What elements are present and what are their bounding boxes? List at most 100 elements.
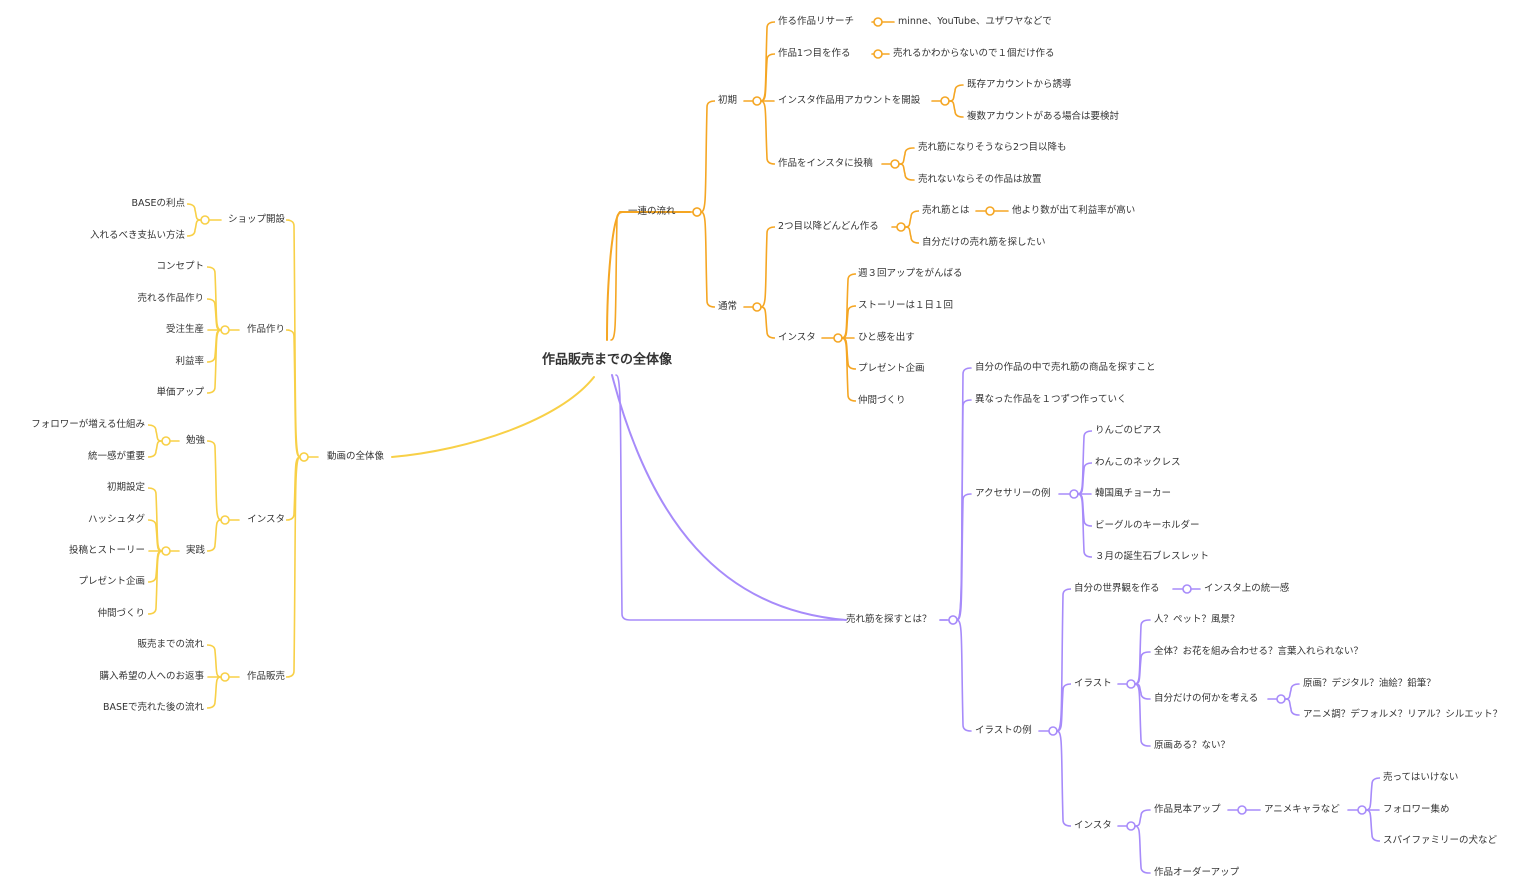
collapse-toggle[interactable] — [1182, 584, 1192, 594]
topic-first_note[interactable]: 売れるかわからないので１個だけ作る — [893, 48, 1055, 59]
topic-an1[interactable]: 売ってはいけない — [1383, 772, 1459, 783]
topic-account[interactable]: インスタ作品用アカウントを開設 — [778, 95, 921, 106]
topic-a5[interactable]: ３月の誕生石ブレスレット — [1095, 551, 1210, 562]
topic-j4[interactable]: プレゼント企画 — [78, 576, 145, 587]
topic-a4[interactable]: ビーグルのキーホルダー — [1095, 520, 1200, 531]
collapse-toggle[interactable] — [1237, 805, 1247, 815]
topic-i5[interactable]: 仲間づくり — [858, 395, 906, 406]
topic-j2[interactable]: ハッシュタグ — [87, 514, 145, 525]
topic-own[interactable]: 自分だけの売れ筋を探したい — [922, 237, 1046, 248]
topic-research[interactable]: 作る作品リサーチ — [778, 16, 855, 27]
topic-b2[interactable]: 統一感が重要 — [87, 451, 145, 462]
topic-insta2[interactable]: インスタ — [1074, 820, 1112, 831]
collapse-toggle[interactable] — [299, 452, 309, 462]
topic-il4[interactable]: 原画ある？ない？ — [1154, 740, 1231, 751]
topic-order[interactable]: 作品オーダーアップ — [1154, 867, 1240, 878]
collapse-toggle[interactable] — [1048, 726, 1058, 736]
topic-insta3[interactable]: インスタ — [247, 514, 285, 525]
collapse-toggle[interactable] — [833, 333, 843, 343]
topic-mihon[interactable]: 作品見本アップ — [1154, 804, 1221, 815]
topic-ill_ex[interactable]: イラストの例 — [975, 725, 1032, 736]
topic-an2[interactable]: フォロワー集め — [1383, 804, 1450, 815]
topic-w3[interactable]: 受注生産 — [165, 324, 204, 335]
topic-jissen[interactable]: 実践 — [185, 545, 205, 556]
topic-il3[interactable]: 自分だけの何かを考える — [1154, 693, 1259, 704]
collapse-toggle[interactable] — [752, 302, 762, 312]
collapse-toggle[interactable] — [985, 206, 995, 216]
topic-a2[interactable]: わんこのネックレス — [1095, 457, 1181, 468]
topic-acc1[interactable]: 既存アカウントから誘導 — [967, 79, 1072, 90]
topic-s2[interactable]: 異なった作品を１つずつ作っていく — [975, 394, 1127, 405]
topic-w5[interactable]: 単価アップ — [156, 387, 204, 398]
root-topic[interactable]: 作品販売までの全体像 — [541, 352, 673, 368]
topic-i2[interactable]: ストーリーは１日１回 — [858, 300, 954, 311]
collapse-toggle[interactable] — [1126, 679, 1136, 689]
topic-i1[interactable]: 週３回アップをがんばる — [858, 268, 963, 279]
topic-base[interactable]: BASEの利点 — [131, 198, 185, 209]
topic-h1[interactable]: 販売までの流れ — [137, 639, 204, 650]
topic-research_ex[interactable]: minne、YouTube、ユザワヤなどで — [898, 16, 1052, 27]
topic-ichiren[interactable]: 一連の流れ — [628, 206, 676, 217]
collapse-toggle[interactable] — [1357, 805, 1367, 815]
topic-urekisuji[interactable]: 売れ筋とは — [922, 205, 970, 216]
collapse-toggle[interactable] — [161, 546, 171, 556]
collapse-toggle[interactable] — [200, 215, 210, 225]
topic-hanbai[interactable]: 作品販売 — [246, 671, 285, 682]
topic-douga[interactable]: 動画の全体像 — [326, 451, 384, 462]
topic-b1[interactable]: フォロワーが増える仕組み — [31, 419, 145, 430]
topic-a1[interactable]: りんごのピアス — [1095, 425, 1162, 436]
collapse-toggle[interactable] — [692, 207, 702, 217]
topic-h2[interactable]: 購入希望の人へのお返事 — [99, 671, 204, 682]
topic-acc2[interactable]: 複数アカウントがある場合は要検討 — [967, 111, 1120, 122]
topic-il3b[interactable]: アニメ調？デフォルメ？リアル？シルエット？ — [1303, 709, 1503, 720]
topic-touitsu[interactable]: インスタ上の統一感 — [1204, 583, 1290, 594]
collapse-toggle[interactable] — [890, 159, 900, 169]
topic-benkyo[interactable]: 勉強 — [185, 435, 205, 446]
topic-sekaikan[interactable]: 自分の世界観を作る — [1074, 583, 1160, 594]
collapse-toggle[interactable] — [873, 17, 883, 27]
topic-acc_ex[interactable]: アクセサリーの例 — [975, 488, 1051, 499]
topic-w4[interactable]: 利益率 — [175, 356, 204, 367]
topic-h3[interactable]: BASEで売れた後の流れ — [102, 702, 204, 713]
topic-s1[interactable]: 自分の作品の中で売れ筋の商品を探すこと — [975, 362, 1156, 373]
topic-il3a[interactable]: 原画？デジタル？油絵？鉛筆？ — [1303, 678, 1436, 689]
topic-urekisuji_def[interactable]: 他より数が出て利益率が高い — [1012, 205, 1136, 216]
collapse-toggle[interactable] — [220, 515, 230, 525]
topic-second[interactable]: 2つ目以降どんどん作る — [778, 221, 879, 232]
topic-post[interactable]: 作品をインスタに投稿 — [778, 158, 873, 169]
topic-il1[interactable]: 人？ペット？風景？ — [1154, 614, 1240, 625]
topic-i4[interactable]: プレゼント企画 — [858, 363, 925, 374]
topic-post2[interactable]: 売れないならその作品は放置 — [918, 174, 1042, 185]
collapse-toggle[interactable] — [1276, 694, 1286, 704]
topic-i3[interactable]: ひと感を出す — [858, 332, 915, 343]
topic-anime[interactable]: アニメキャラなど — [1264, 804, 1340, 815]
collapse-toggle[interactable] — [752, 96, 762, 106]
topic-an3[interactable]: スパイファミリーの犬など — [1383, 835, 1498, 846]
topic-j5[interactable]: 仲間づくり — [97, 608, 145, 619]
topic-post1[interactable]: 売れ筋になりそうなら2つ目以降も — [918, 142, 1067, 153]
topic-tsujo[interactable]: 通常 — [718, 301, 738, 312]
topic-pay[interactable]: 入れるべき支払い方法 — [89, 230, 185, 241]
collapse-toggle[interactable] — [940, 96, 950, 106]
collapse-toggle[interactable] — [161, 436, 171, 446]
topic-sakuhin[interactable]: 作品作り — [246, 324, 285, 335]
topic-shoki[interactable]: 初期 — [718, 95, 738, 106]
topic-j1[interactable]: 初期設定 — [106, 482, 145, 493]
collapse-toggle[interactable] — [1126, 821, 1136, 831]
topic-illust[interactable]: イラスト — [1074, 678, 1112, 689]
collapse-toggle[interactable] — [220, 325, 230, 335]
topic-a3[interactable]: 韓国風チョーカー — [1095, 488, 1172, 499]
topic-first[interactable]: 作品1つ目を作る — [778, 48, 851, 59]
topic-w2[interactable]: 売れる作品作り — [137, 293, 204, 304]
topic-insta[interactable]: インスタ — [778, 332, 816, 343]
collapse-toggle[interactable] — [873, 49, 883, 59]
collapse-toggle[interactable] — [1069, 489, 1079, 499]
collapse-toggle[interactable] — [220, 672, 230, 682]
collapse-toggle[interactable] — [896, 222, 906, 232]
topic-j3[interactable]: 投稿とストーリー — [68, 545, 145, 556]
collapse-toggle[interactable] — [948, 615, 958, 625]
topic-sagasu[interactable]: 売れ筋を探すとは？ — [846, 614, 932, 625]
topic-il2[interactable]: 全体？お花を組み合わせる？言葉入れられない？ — [1154, 646, 1364, 657]
topic-shop[interactable]: ショップ開設 — [227, 214, 285, 225]
topic-w1[interactable]: コンセプト — [156, 261, 204, 272]
